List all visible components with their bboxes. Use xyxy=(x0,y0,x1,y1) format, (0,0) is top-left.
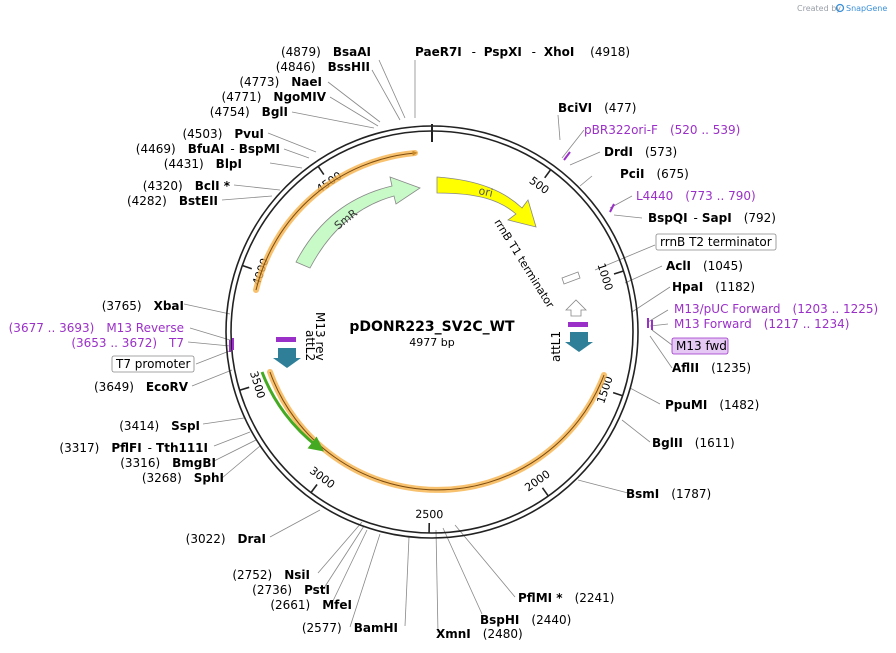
leader-lines xyxy=(183,59,673,634)
label-drai: (3022)DraI xyxy=(186,532,266,546)
label-rrnbt2: rrnB T2 terminator xyxy=(660,235,772,249)
label-bgli: (4754)BglI xyxy=(210,105,288,119)
ruler-tick-label-3500: 3500 xyxy=(247,370,268,401)
attl1-label: attL1 xyxy=(549,331,563,362)
label-sphi: (3268)SphI xyxy=(142,471,224,485)
label-psti: (2736)PstI xyxy=(252,583,330,597)
label-pvui: (4503)PvuI xyxy=(182,127,264,141)
label-mfei: (2661)MfeI xyxy=(270,598,352,612)
label-m13puc: M13/pUC Forward(1203 .. 1225) xyxy=(674,302,878,316)
label-bglii: BglII(1611) xyxy=(652,436,735,450)
plasmid-name: pDONR223_SV2C_WT xyxy=(349,319,515,335)
label-ppumi: PpuMI(1482) xyxy=(665,398,759,412)
ruler-tick-label-2000: 2000 xyxy=(522,467,552,494)
label-ecorv: (3649)EcoRV xyxy=(94,380,189,394)
label-pcii: PciI(675) xyxy=(620,167,689,181)
primer-mark-l4440 xyxy=(609,203,615,213)
label-xbai: (3765)XbaI xyxy=(102,299,184,313)
label-ngomiv: (4771)NgoMIV xyxy=(222,90,327,104)
rrnb-t1-label: rrnB T1 terminator xyxy=(491,217,557,311)
label-xmni: XmnI(2480) xyxy=(436,627,523,641)
primer-marker-attl2 xyxy=(276,337,296,342)
label-bcli: (4320)BclI * xyxy=(143,179,231,193)
ruler-tick-label-1000: 1000 xyxy=(594,262,615,293)
ruler-tick-1000 xyxy=(613,270,624,275)
label-bsteii: (4282)BstEII xyxy=(127,194,218,208)
box-rrnbt2 xyxy=(655,233,777,251)
label-m13fwd: M13 Forward(1217 .. 1234) xyxy=(674,317,849,331)
label-pbr322ori: pBR322ori-F(520 .. 539) xyxy=(584,123,740,137)
ori-feature-arrow xyxy=(436,176,537,228)
label-m13reverse: (3677 .. 3693)M13 Reverse xyxy=(9,321,184,335)
label-hpai: HpaI(1182) xyxy=(672,280,755,294)
label-bsshii: (4846)BssHII xyxy=(276,60,370,74)
label-bsphi: BspHI(2440) xyxy=(480,613,571,627)
ruler-tick-500 xyxy=(544,169,552,179)
label-pflmi: PflMI *(2241) xyxy=(518,591,614,605)
terminator-icon xyxy=(561,271,581,285)
ruler-tick-label-500: 500 xyxy=(527,174,552,197)
label-bcivi: BciVI(477) xyxy=(558,101,636,115)
attl2-label: attL2 xyxy=(303,330,317,361)
label-t7: (3653 .. 3672)T7 xyxy=(71,336,184,350)
label-naei: (4773)NaeI xyxy=(239,75,322,89)
primer-mark-pbr xyxy=(563,151,571,161)
credit-brand: SnapGene xyxy=(846,4,887,13)
label-bfuai: (4469)BfuAI-BspMI xyxy=(136,142,280,156)
feature-arc-smr-outer-core xyxy=(255,150,418,291)
ruler-tick-4000 xyxy=(242,264,253,270)
label-aflii: AflII(1235) xyxy=(672,361,751,375)
label-l4440: L4440(773 .. 790) xyxy=(636,189,756,203)
label-m13fwd-box: M13 fwd xyxy=(676,339,727,353)
plasmid-size: 4977 bp xyxy=(409,336,454,349)
label-bsaai: (4879)BsaAI xyxy=(281,45,371,59)
ruler-tick-1500 xyxy=(612,391,623,397)
snapgene-credit: Created by SnapGene xyxy=(797,3,887,13)
box-t7promoter xyxy=(111,355,195,373)
primer-marker-attl1 xyxy=(568,322,588,327)
ruler-tick-3000 xyxy=(310,484,318,494)
label-sspi: (3414)SspI xyxy=(119,419,200,433)
feature-arc-bottom-core xyxy=(269,371,605,491)
label-pflfi: (3317)PflFI-Tth111I xyxy=(59,441,208,455)
label-paer7i: PaeR7I - PspXI - XhoI (4918) xyxy=(415,45,630,59)
m13rev-label: M13 rev xyxy=(313,312,327,361)
ruler-tick-4500 xyxy=(317,165,325,176)
box-m13fwd xyxy=(671,337,729,355)
ruler-tick-label-2500: 2500 xyxy=(415,508,443,521)
attl1-arrow xyxy=(565,332,593,352)
credit-text: Created by xyxy=(797,4,841,13)
ruler-tick-2000 xyxy=(541,487,549,497)
terminator-icon-2 xyxy=(565,299,587,317)
label-bspqi: BspQI-SapI(792) xyxy=(648,211,776,225)
label-nsii: (2752)NsiI xyxy=(232,568,310,582)
label-t7promoter: T7 promoter xyxy=(115,357,191,371)
ori-label: ori xyxy=(477,184,494,200)
smr-feature-arrow xyxy=(295,176,421,269)
label-bmgbi: (3316)BmgBI xyxy=(120,456,216,470)
label-bamhi: (2577)BamHI xyxy=(302,621,398,635)
ruler-tick-3500 xyxy=(239,386,250,391)
ruler-tick-label-3000: 3000 xyxy=(307,464,337,491)
label-acli: AclI(1045) xyxy=(666,259,743,273)
snapgene-logo-icon xyxy=(835,3,845,13)
label-blpi: (4431)BlpI xyxy=(164,157,242,171)
label-bsmi: BsmI(1787) xyxy=(626,487,711,501)
attl2-arrow xyxy=(273,348,301,368)
label-drdi: DrdI(573) xyxy=(604,145,677,159)
feature-arc-green xyxy=(260,371,324,452)
